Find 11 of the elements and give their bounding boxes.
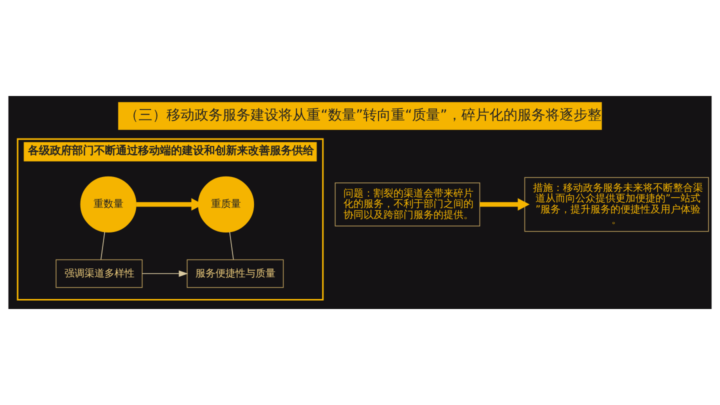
arrow <box>142 270 188 277</box>
connector <box>100 232 106 260</box>
node-box: 强调渠道多样性 <box>56 259 143 288</box>
diagram-title: （三）移动政务服务建设将从重“数量”转向重“质量”，碎片化的服务将逐步整 <box>124 107 602 124</box>
node-circle: 重质量 <box>198 176 254 232</box>
node-box: 措施：移动政务服务未来将不断整合渠道从而向公众提供更加便捷的”一站式”服务，提升服务的便捷性及用户体验。 <box>524 177 709 232</box>
arrow <box>480 198 530 211</box>
node-box: 问题：割裂的渠道会带来碎片化的服务，不利于部门之间的协同以及跨部门服务的提供。 <box>334 182 480 226</box>
node-box: 服务便捷性与质量 <box>186 259 284 288</box>
connector <box>229 232 234 260</box>
node-circle: 重数量 <box>80 176 136 232</box>
